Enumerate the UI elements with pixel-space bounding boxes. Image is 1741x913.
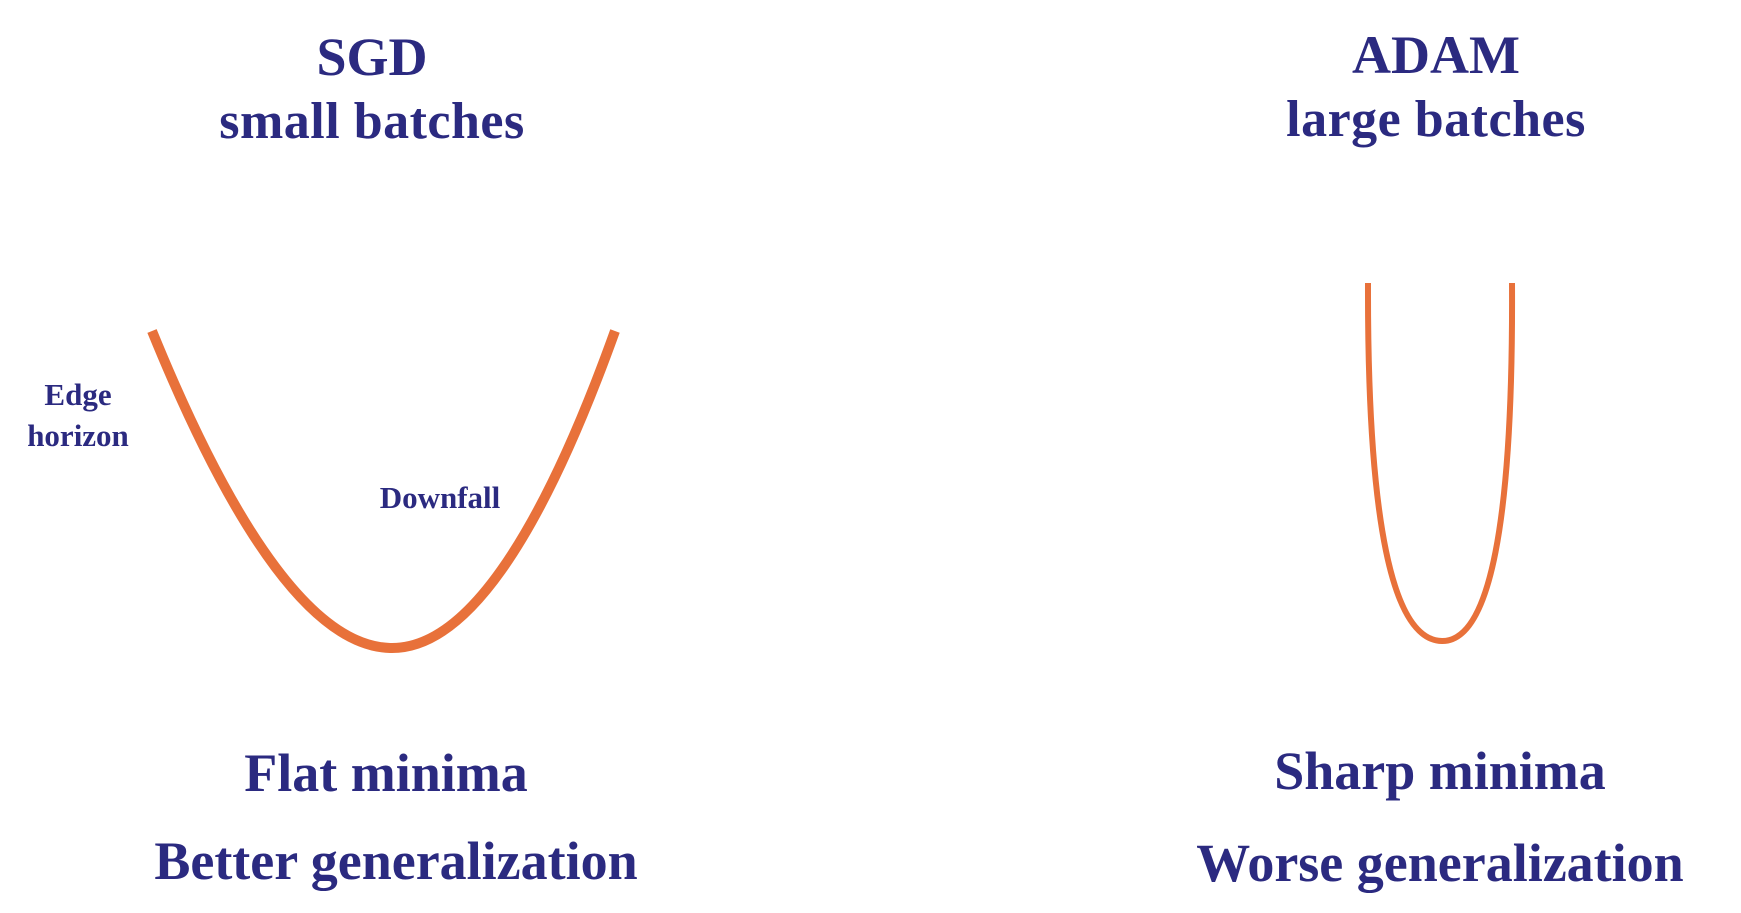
edge-horizon-label: Edge horizon	[0, 374, 156, 456]
adam-subtitle: large batches	[1286, 91, 1586, 148]
flat-minimum-curve	[147, 329, 620, 654]
adam-title: ADAM	[1352, 25, 1520, 85]
flat-minima-caption: Flat minima	[244, 743, 528, 803]
sgd-title: SGD	[316, 27, 428, 87]
better-generalization-caption: Better generalization	[154, 831, 638, 891]
sgd-panel: SGD small batches Edge horizon Downfall …	[0, 0, 800, 913]
sharp-minima-caption: Sharp minima	[1274, 741, 1606, 801]
worse-generalization-caption: Worse generalization	[1196, 833, 1684, 893]
sharp-minimum-curve	[1364, 282, 1516, 645]
downfall-label: Downfall	[379, 480, 501, 515]
sgd-subtitle: small batches	[219, 93, 525, 150]
adam-panel: ADAM large batches Sharp minima Worse ge…	[1100, 0, 1741, 913]
horizon-label: horizon	[27, 418, 129, 453]
edge-label: Edge	[44, 377, 112, 412]
